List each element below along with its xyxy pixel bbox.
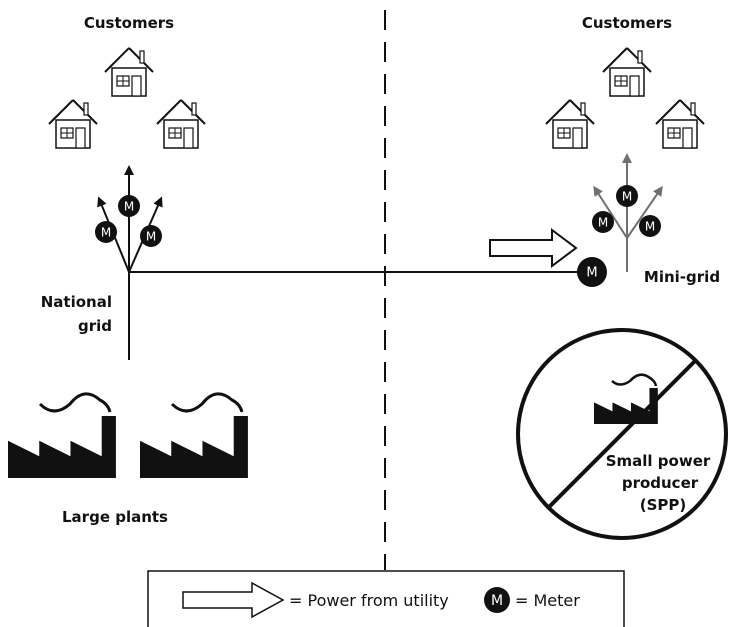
svg-text:M: M <box>598 216 608 230</box>
svg-text:M: M <box>645 220 655 234</box>
meter-icon: M <box>592 211 614 233</box>
spp-label-line3: (SPP) <box>640 496 687 514</box>
svg-text:M: M <box>586 266 597 281</box>
legend-box: = Power from utility M = Meter <box>147 570 625 627</box>
utility-power-arrow <box>489 228 578 268</box>
svg-text:M: M <box>622 190 632 204</box>
right-branch-arrow <box>593 185 628 239</box>
meter-icon: M <box>639 215 661 237</box>
house-icon <box>48 99 98 149</box>
national-grid-label-line2: grid <box>78 317 112 335</box>
prohibition-slash <box>546 358 698 510</box>
house-icon <box>156 99 206 149</box>
minigrid-label: Mini-grid <box>644 268 720 286</box>
svg-text:M: M <box>101 226 111 240</box>
spp-label-line2: producer <box>622 474 699 492</box>
smoke-icon <box>38 392 112 413</box>
meter-icon: M <box>95 221 117 243</box>
smoke-icon <box>170 392 244 413</box>
legend-meter-label: = Meter <box>515 591 580 610</box>
legend-meter-icon: M <box>484 587 510 613</box>
svg-text:M: M <box>491 593 503 609</box>
legend-power-arrow-icon <box>182 581 285 619</box>
spp-label-line1: Small power <box>606 452 711 470</box>
factory-icon <box>8 416 116 478</box>
house-icon <box>545 99 595 149</box>
minigrid-meter-icon: M <box>577 257 607 287</box>
meter-icon: M <box>140 225 162 247</box>
svg-text:M: M <box>124 200 134 214</box>
svg-text:M: M <box>146 230 156 244</box>
house-icon <box>602 47 652 97</box>
right-branch-arrow <box>626 185 663 239</box>
right-customers-label: Customers <box>582 14 672 32</box>
prohibition-circle <box>516 328 728 540</box>
factory-icon <box>140 416 248 478</box>
smoke-icon <box>611 373 658 387</box>
national-grid-label-line1: National <box>41 293 112 311</box>
house-icon <box>655 99 705 149</box>
house-icon <box>104 47 154 97</box>
large-plants-label: Large plants <box>62 508 168 526</box>
left-customers-label: Customers <box>84 14 174 32</box>
meter-icon: M <box>616 185 638 207</box>
meter-icon: M <box>118 195 140 217</box>
legend-power-label: = Power from utility <box>289 591 449 610</box>
